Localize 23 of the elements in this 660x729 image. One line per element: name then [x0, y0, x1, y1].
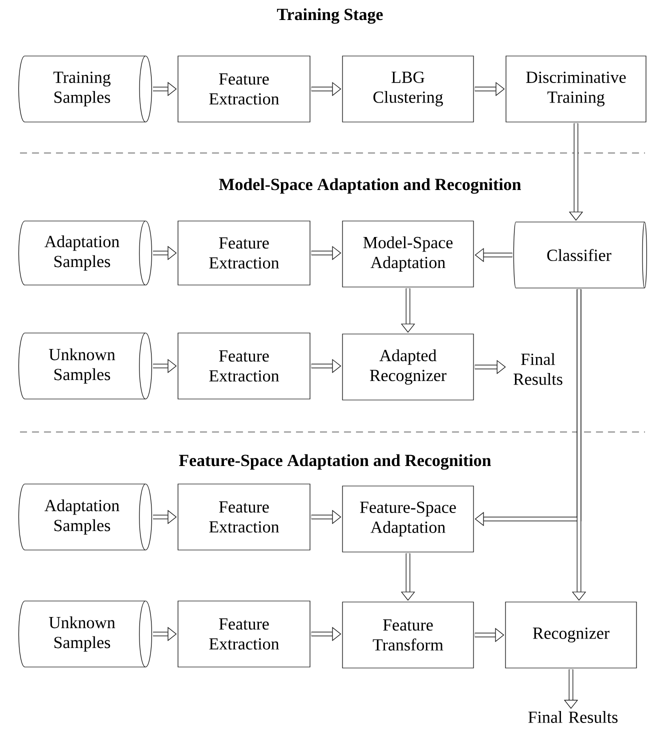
cylinder-node: Training Samples — [18, 56, 152, 122]
process-box: Discriminative Training — [506, 56, 646, 122]
process-box: LBG Clustering — [342, 56, 474, 122]
cylinder-node: Adaptation Samples — [18, 484, 152, 550]
process-box: Feature Transform — [342, 602, 474, 668]
process-box: Feature Extraction — [178, 332, 310, 400]
cylinder-node: Classifier — [513, 222, 647, 288]
cylinder-node: Unknown Samples — [18, 332, 152, 400]
process-box: Adapted Recognizer — [342, 334, 474, 400]
section-heading: Training Stage — [277, 8, 383, 24]
process-box: Feature Extraction — [178, 600, 310, 668]
cylinder-node: Unknown Samples — [18, 600, 152, 668]
process-box: Recognizer — [505, 602, 637, 668]
section-heading: Model-Space Adaptation and Recognition — [219, 178, 521, 194]
process-box: Feature Extraction — [178, 220, 310, 286]
process-box: Feature-Space Adaptation — [342, 486, 474, 552]
process-box: Feature Extraction — [178, 484, 310, 550]
section-heading: Feature-Space Adaptation and Recognition — [179, 454, 491, 470]
result-text: Final Results — [514, 353, 562, 385]
cylinder-node: Adaptation Samples — [18, 220, 152, 286]
process-box: Feature Extraction — [178, 56, 310, 122]
result-text: Final Results — [528, 711, 618, 723]
process-box: Model-Space Adaptation — [342, 220, 474, 288]
